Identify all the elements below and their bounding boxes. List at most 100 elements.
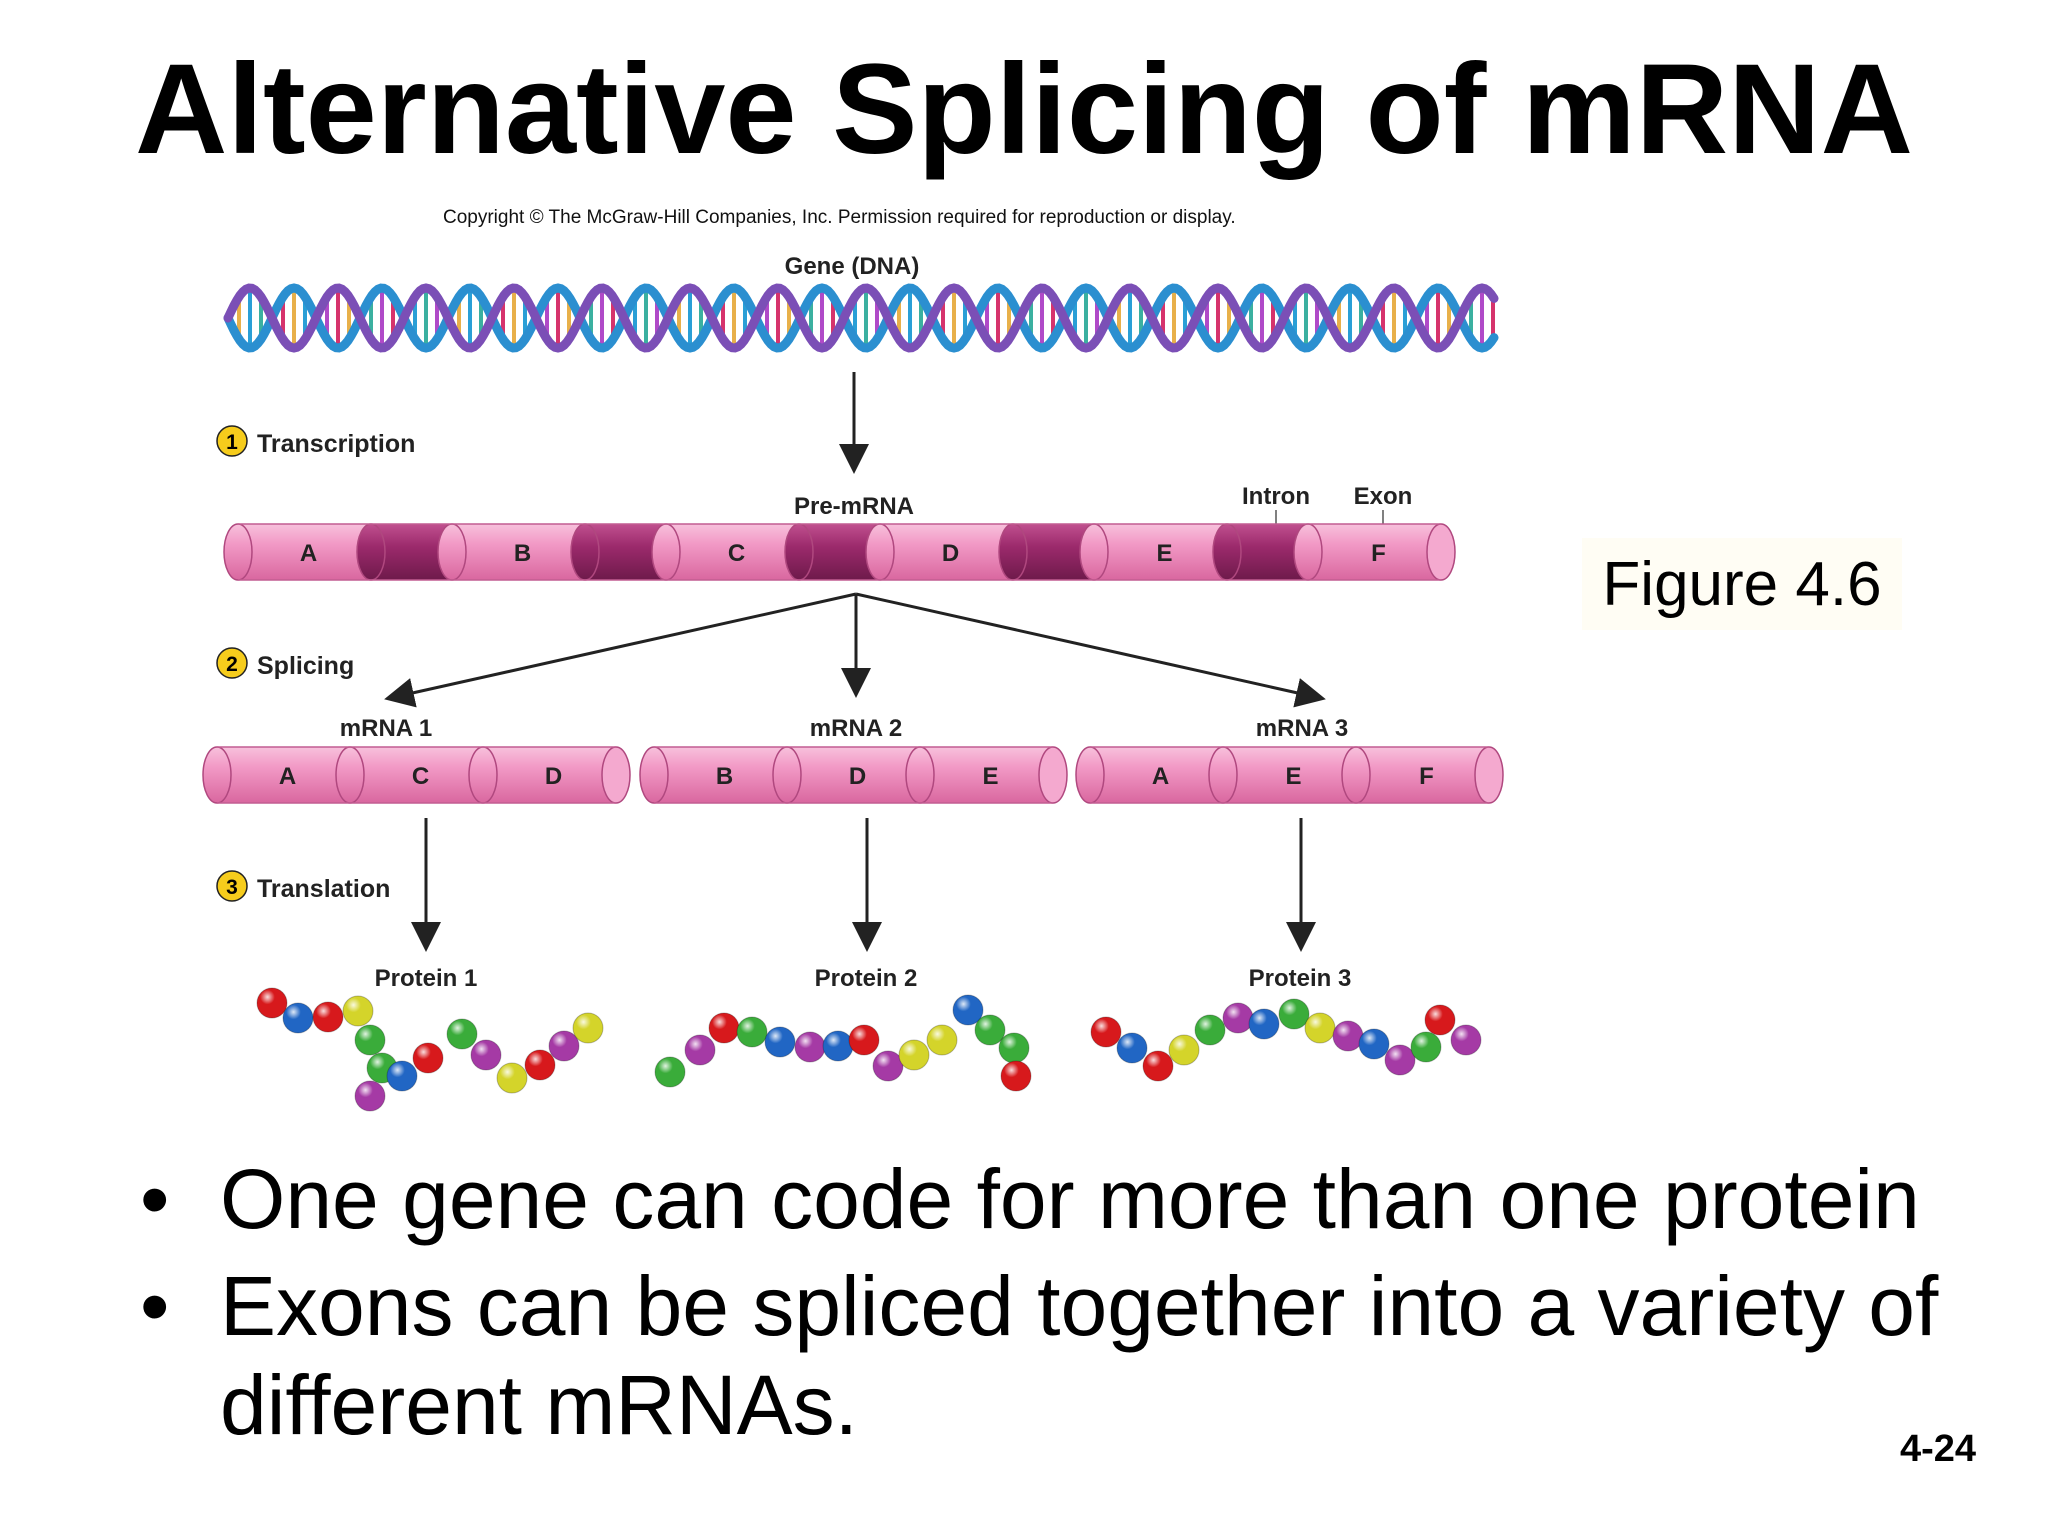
step-2-badge: 2 — [216, 647, 248, 679]
exon-segment: D — [772, 746, 920, 804]
amino-acid-bead — [282, 1002, 314, 1034]
exon-label: Exon — [1354, 483, 1413, 510]
slide-number: 4-24 — [1900, 1428, 1977, 1470]
splicing-arrows — [384, 592, 1326, 708]
amino-acid-bead — [898, 1039, 930, 1071]
step-1-number: 1 — [226, 431, 238, 454]
intron-label: Intron — [1242, 483, 1310, 510]
amino-acid-bead — [998, 1032, 1030, 1064]
protein-1-chain — [256, 987, 604, 1112]
amino-acid-bead — [548, 1030, 580, 1062]
amino-acid-bead — [926, 1024, 958, 1056]
slide-title: Alternative Splicing of mRNA — [135, 38, 1913, 181]
exon-letter: B — [514, 540, 531, 567]
exon-letter: C — [412, 763, 429, 790]
step-1-label: Transcription — [257, 430, 415, 458]
amino-acid-bead — [1000, 1060, 1032, 1092]
exon-letter: E — [1156, 540, 1172, 567]
amino-acid-bead — [822, 1030, 854, 1062]
protein-2-label: Protein 2 — [815, 965, 918, 992]
amino-acid-bead — [872, 1050, 904, 1082]
amino-acid-bead — [654, 1056, 686, 1088]
exon-segment: F — [1293, 523, 1441, 581]
mrna-1-label: mRNA 1 — [340, 715, 432, 742]
exon-letter: D — [942, 540, 959, 567]
amino-acid-bead — [1194, 1014, 1226, 1046]
amino-acid-bead — [446, 1018, 478, 1050]
step-3-label: Translation — [257, 875, 390, 903]
step-1-badge: 1 — [216, 425, 248, 457]
exon-segment: F — [1341, 746, 1489, 804]
dna-backbone — [223, 283, 1499, 353]
exon-letter: E — [1285, 763, 1301, 790]
amino-acid-bead — [470, 1039, 502, 1071]
copyright-notice: Copyright © The McGraw-Hill Companies, I… — [443, 207, 1236, 228]
exon-segment: B — [639, 746, 787, 804]
amino-acid-bead — [1384, 1044, 1416, 1076]
exon-letter: A — [1152, 763, 1169, 790]
amino-acid-bead — [1450, 1024, 1482, 1056]
amino-acid-bead — [736, 1016, 768, 1048]
exon-letter: D — [545, 763, 562, 790]
exon-segment: E — [1208, 746, 1356, 804]
amino-acid-bead — [1424, 1004, 1456, 1036]
exon-segment: D — [468, 746, 616, 804]
exon-letter: F — [1419, 763, 1434, 790]
mrna-3-label: mRNA 3 — [1256, 715, 1348, 742]
tube-end-cap — [1038, 746, 1068, 804]
amino-acid-bead — [412, 1042, 444, 1074]
exon-segment: A — [1075, 746, 1223, 804]
amino-acid-bead — [952, 994, 984, 1026]
tube-end-cap — [1426, 523, 1456, 581]
exon-segment: B — [437, 523, 585, 581]
exon-letter: F — [1371, 540, 1386, 567]
exon-segment: C — [335, 746, 483, 804]
amino-acid-bead — [1248, 1008, 1280, 1040]
amino-acid-bead — [794, 1031, 826, 1063]
amino-acid-bead — [708, 1012, 740, 1044]
amino-acid-bead — [1168, 1034, 1200, 1066]
amino-acid-bead — [1358, 1028, 1390, 1060]
amino-acid-bead — [974, 1014, 1006, 1046]
exon-letter: D — [849, 763, 866, 790]
step-2-number: 2 — [226, 653, 238, 676]
amino-acid-bead — [684, 1034, 716, 1066]
protein-2-chain — [654, 994, 1032, 1092]
exon-letter: C — [728, 540, 745, 567]
mrna-2-label: mRNA 2 — [810, 715, 902, 742]
bullet-marker: • — [140, 1259, 170, 1354]
exon-segment: A — [202, 746, 350, 804]
amino-acid-bead — [524, 1049, 556, 1081]
exon-letter: B — [716, 763, 733, 790]
gene-label: Gene (DNA) — [785, 253, 920, 280]
amino-acid-bead — [496, 1062, 528, 1094]
amino-acid-bead — [764, 1026, 796, 1058]
bullet-item: • Exons can be spliced together into a v… — [140, 1257, 2010, 1455]
exon-segment: E — [1079, 523, 1227, 581]
amino-acid-bead — [256, 987, 288, 1019]
splicing-arrow-mrna-3 — [855, 592, 1326, 708]
step-2-label: Splicing — [257, 652, 354, 680]
amino-acid-bead — [312, 1001, 344, 1033]
bullet-marker: • — [140, 1152, 170, 1246]
protein-1-label: Protein 1 — [375, 965, 478, 992]
amino-acid-bead — [354, 1080, 386, 1112]
exon-segment: C — [651, 523, 799, 581]
protein-3-chain — [1090, 998, 1482, 1082]
amino-acid-bead — [1410, 1031, 1442, 1063]
step-3-number: 3 — [226, 876, 238, 899]
tube-end-cap — [601, 746, 631, 804]
amino-acid-bead — [354, 1024, 386, 1056]
protein-3-label: Protein 3 — [1249, 965, 1352, 992]
exon-segment: E — [905, 746, 1053, 804]
amino-acid-bead — [1116, 1032, 1148, 1064]
splicing-arrow-mrna-1 — [384, 592, 857, 708]
exon-letter: A — [279, 763, 296, 790]
amino-acid-bead — [1332, 1020, 1364, 1052]
amino-acid-bead — [386, 1060, 418, 1092]
pre-mrna-label: Pre-mRNA — [794, 493, 914, 520]
